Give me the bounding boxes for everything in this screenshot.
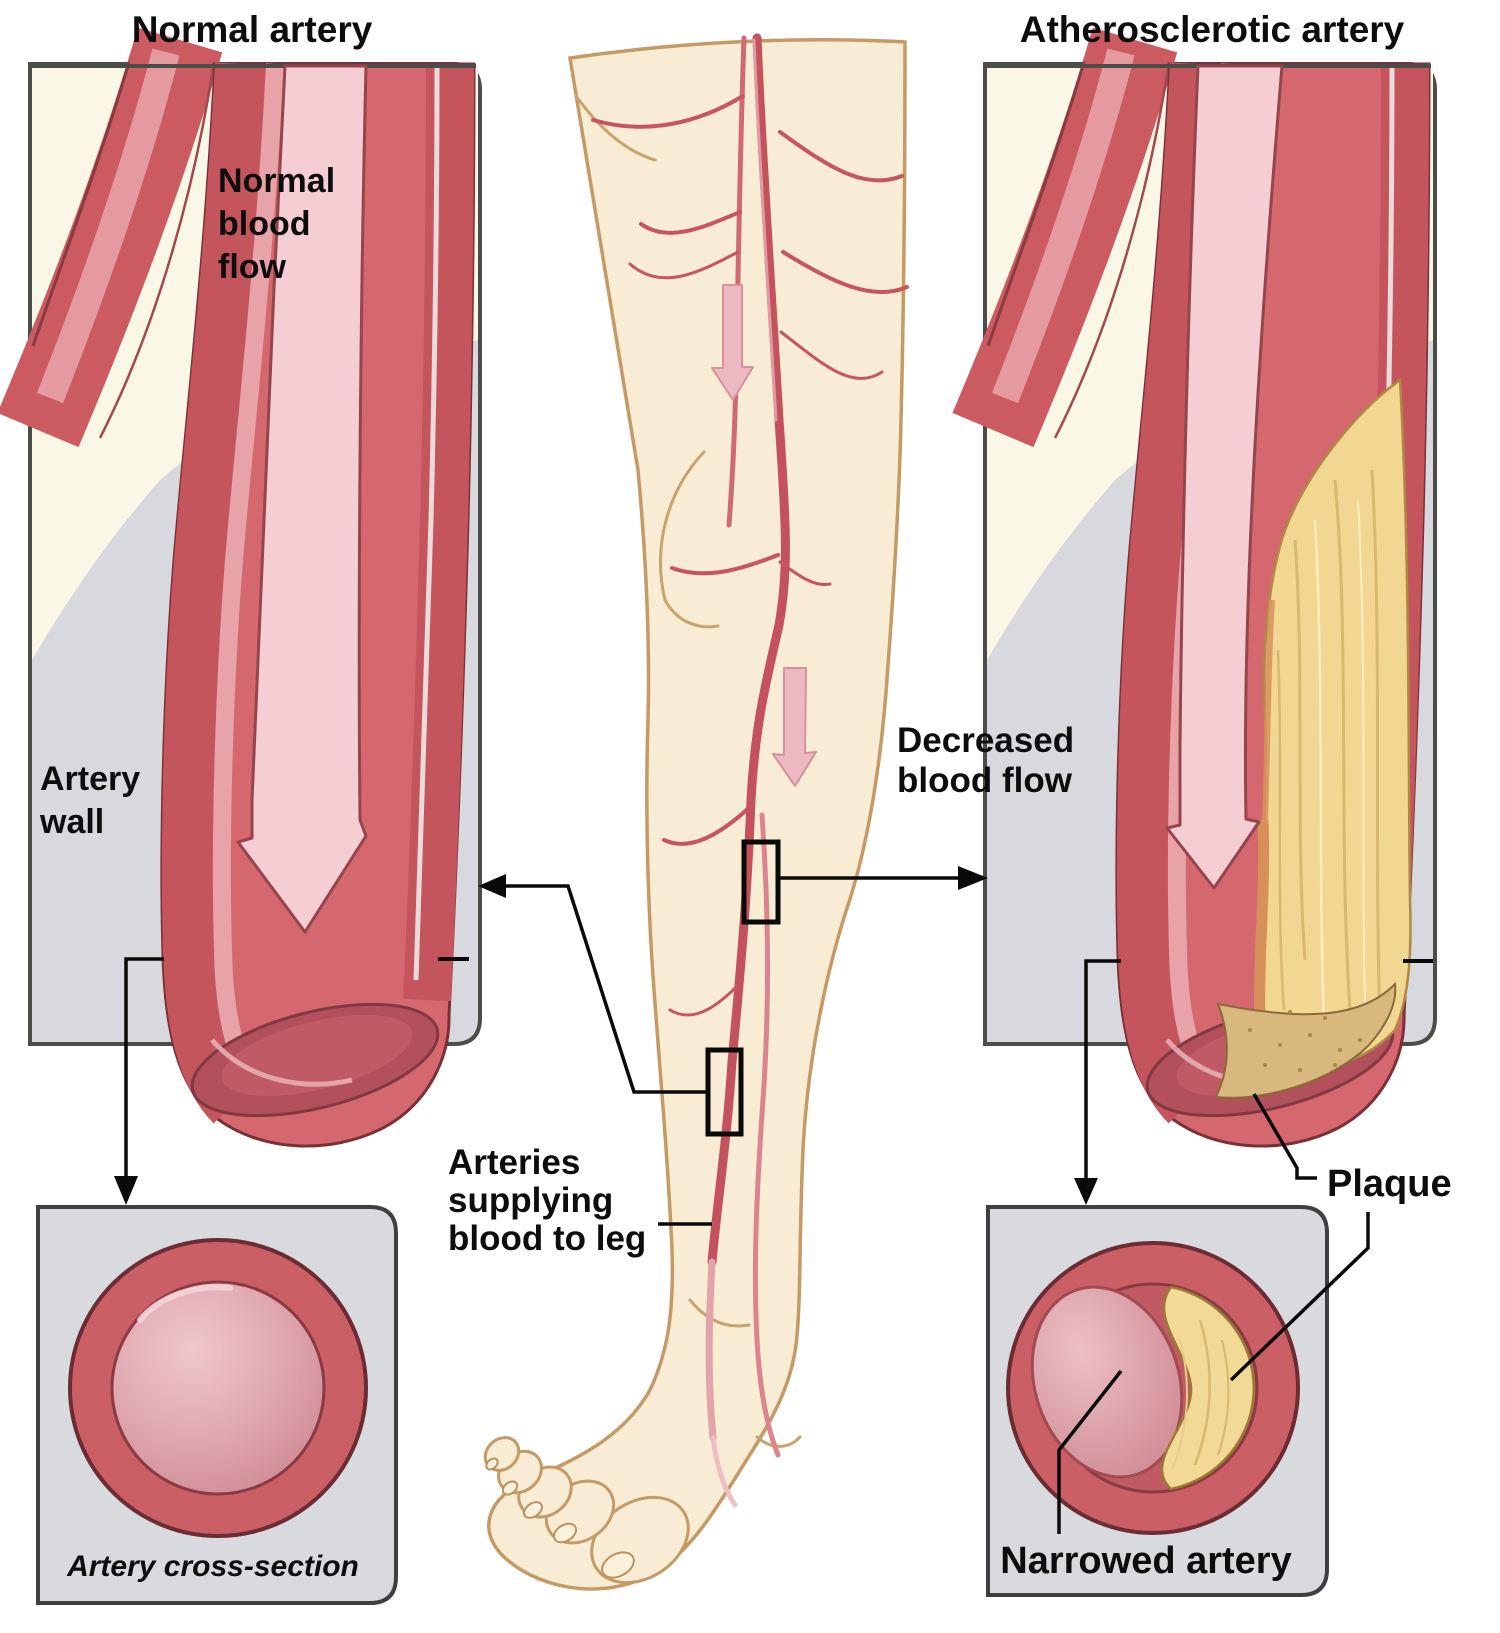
skin-creases (574, 94, 802, 1448)
leg-arteries (591, 33, 909, 1508)
normal-artery-panel (30, 40, 480, 1146)
leg-flow-arrows (711, 284, 817, 787)
normal-flow-arrow (236, 64, 368, 934)
artery-wall-line1: Artery (40, 760, 140, 798)
arteries-supplying-line1: Arteries (448, 1143, 580, 1182)
normal-cross-section (68, 1238, 368, 1538)
arrowheads (114, 866, 1098, 1205)
plaque-deposit (1250, 377, 1412, 1072)
title-normal-artery: Normal artery (132, 9, 373, 50)
connectors (124, 839, 1370, 1534)
narrowed-artery-label: Narrowed artery (1000, 1540, 1291, 1582)
decreased-flow-arrow (1165, 64, 1284, 890)
artery-cross-section-caption: Artery cross-section (66, 1550, 359, 1583)
leg-sample-rect-upper (741, 839, 781, 925)
artery-wall-line2: wall (39, 803, 104, 841)
arrowhead-down-right (1074, 1178, 1098, 1205)
arrowhead-right (958, 866, 988, 890)
leg-sample-rect-lower (705, 1047, 744, 1137)
title-atherosclerotic-artery: Atherosclerotic artery (1020, 9, 1405, 50)
plaque-label: Plaque (1327, 1163, 1452, 1205)
artery-cross-section-box (36, 1205, 398, 1605)
narrowed-artery-box (986, 1205, 1329, 1597)
decreased-blood-flow-line2: blood flow (897, 761, 1073, 800)
narrowed-cross-section (1006, 1241, 1300, 1535)
arrowhead-down-left (114, 1176, 138, 1205)
plaque-cut-face (1214, 981, 1397, 1099)
labels: Normal artery Atherosclerotic artery Nor… (39, 9, 1452, 1583)
arrowhead-left (478, 874, 506, 898)
arteries-supplying-line2: supplying (448, 1181, 613, 1220)
arteries-supplying-line3: blood to leg (448, 1219, 646, 1258)
normal-blood-flow-line2: blood (218, 205, 311, 243)
normal-blood-flow-line3: flow (218, 248, 287, 286)
toenails (485, 1457, 635, 1579)
leg-illustration (483, 33, 909, 1591)
atherosclerotic-artery-panel (985, 40, 1435, 1146)
decreased-blood-flow-line1: Decreased (897, 721, 1074, 760)
normal-blood-flow-line1: Normal (218, 162, 335, 200)
